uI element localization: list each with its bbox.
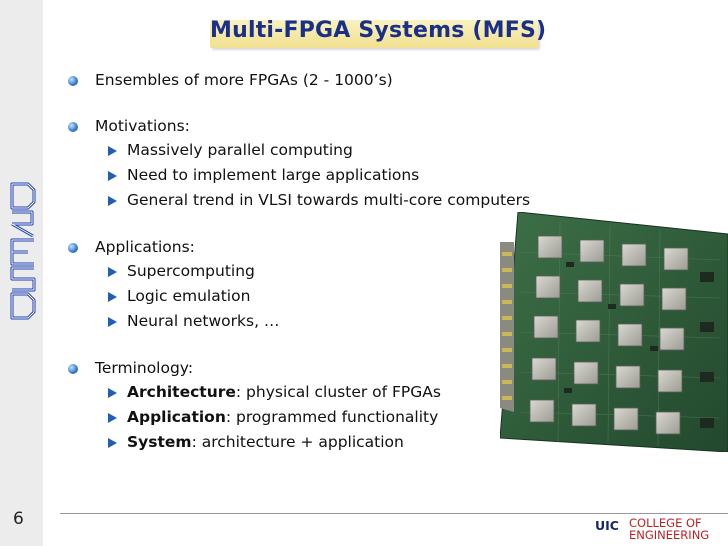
term-bullet: System: architecture + application [65,430,585,455]
round-bullet-icon [68,76,78,86]
triangle-bullet-icon [108,267,117,277]
term-definition: : programmed functionality [225,408,439,426]
college-of-engineering-logo: COLLEGE OF ENGINEERING [629,517,709,541]
round-bullet-icon [68,122,78,132]
triangle-bullet-icon [108,292,117,302]
uic-logo: UIC [595,518,619,533]
slide-title-banner: Multi-FPGA Systems (MFS) [210,14,547,50]
sub-bullet-text: Massively parallel computing [127,141,353,159]
term-definition: : architecture + application [191,433,404,451]
bullet-terminology: Terminology: [65,356,585,380]
bullet-text: Ensembles of more FPGAs (2 - 1000’s) [95,71,393,89]
sub-bullet: General trend in VLSI towards multi-core… [65,188,585,213]
college-line-2: ENGINEERING [629,528,710,542]
round-bullet-icon [68,364,78,374]
fpga-board-image [500,212,728,452]
round-bullet-icon [68,243,78,253]
sub-bullet: Massively parallel computing [65,138,585,163]
bullet-text: Applications: [95,238,195,256]
left-sidebar: 6 [0,0,43,546]
triangle-bullet-icon [108,146,117,156]
page-number: 6 [13,509,24,529]
term-name: Architecture [127,383,236,401]
triangle-bullet-icon [108,196,117,206]
sub-bullet-text: Logic emulation [127,287,251,305]
title-highlight [210,20,538,48]
slide-title: Multi-FPGA Systems (MFS) [210,18,547,43]
term-definition: : physical cluster of FPGAs [235,383,441,401]
sub-bullet: Neural networks, … [65,309,585,334]
sub-bullet: Supercomputing [65,259,585,284]
bullet-text: Motivations: [95,117,190,135]
bullet-motivations: Motivations: [65,114,585,138]
dresd-logo [10,182,36,320]
sub-bullet: Logic emulation [65,284,585,309]
sub-bullet-text: General trend in VLSI towards multi-core… [127,191,531,209]
triangle-bullet-icon [108,388,117,398]
triangle-bullet-icon [108,317,117,327]
triangle-bullet-icon [108,171,117,181]
triangle-bullet-icon [108,438,117,448]
sub-bullet-text: Supercomputing [127,262,255,280]
footer-divider [60,513,728,514]
college-line-1: COLLEGE OF [629,516,702,530]
term-name: System [127,433,192,451]
sub-bullet: Need to implement large applications [65,163,585,188]
term-bullet: Architecture: physical cluster of FPGAs [65,380,585,405]
triangle-bullet-icon [108,413,117,423]
sub-bullet-text: Need to implement large applications [127,166,420,184]
sub-bullet-text: Neural networks, … [127,312,280,330]
bullet-applications: Applications: [65,235,585,259]
bullet-ensembles: Ensembles of more FPGAs (2 - 1000’s) [65,68,585,92]
term-bullet: Application: programmed functionality [65,405,585,430]
slide-content: Ensembles of more FPGAs (2 - 1000’s) Mot… [65,68,585,455]
bullet-text: Terminology: [95,359,194,377]
term-name: Application [127,408,226,426]
